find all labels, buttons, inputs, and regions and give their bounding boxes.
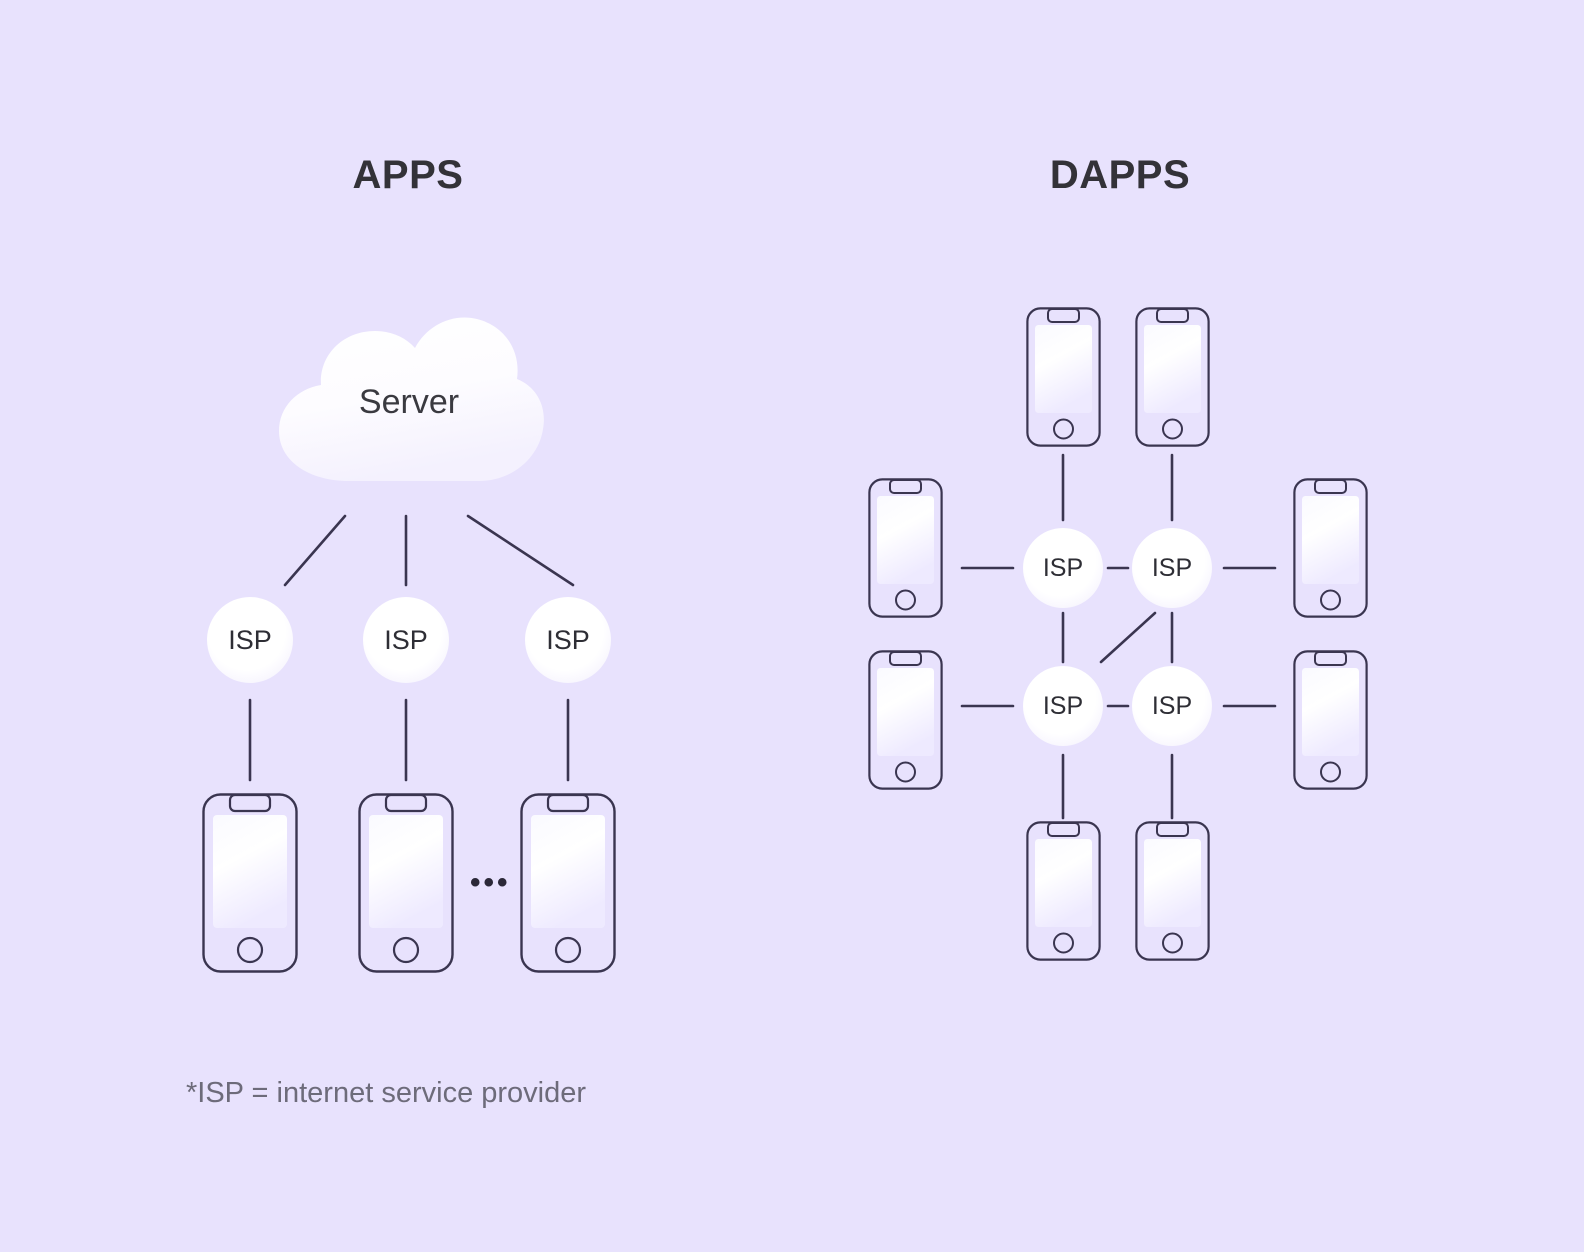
- smartphone-icon: [1135, 821, 1210, 961]
- link-server-isp-3: [466, 514, 575, 587]
- smartphone-icon: [868, 478, 943, 618]
- smartphone-icon: [520, 793, 616, 973]
- smartphone-icon: [1293, 478, 1368, 618]
- isp-node-dapps-top-right[interactable]: ISP: [1132, 528, 1212, 608]
- smartphone-dapps-bottom-right[interactable]: [1135, 821, 1210, 961]
- isp-footnote: *ISP = internet service provider: [186, 1077, 587, 1109]
- smartphone-dapps-bottom-left[interactable]: [1026, 821, 1101, 961]
- smartphone-apps-3[interactable]: [520, 793, 616, 973]
- smartphone-dapps-top-left[interactable]: [1026, 307, 1101, 447]
- smartphone-icon: [1026, 307, 1101, 447]
- server-cloud: Server: [265, 311, 553, 487]
- isp-node-dapps-top-left[interactable]: ISP: [1023, 528, 1103, 608]
- apps-section-title: APPS: [352, 153, 464, 197]
- smartphone-icon: [358, 793, 454, 973]
- smartphone-dapps-top-right[interactable]: [1135, 307, 1210, 447]
- smartphone-dapps-left-bottom[interactable]: [868, 650, 943, 790]
- link-isp-diagonal: [1099, 611, 1157, 664]
- smartphone-icon: [868, 650, 943, 790]
- dapps-section-title: DAPPS: [1049, 153, 1191, 197]
- cloud-icon: [279, 317, 544, 481]
- smartphone-dapps-left-top[interactable]: [868, 478, 943, 618]
- link-server-isp-1: [283, 514, 347, 587]
- isp-node-dapps-bottom-left[interactable]: ISP: [1023, 666, 1103, 746]
- isp-node-apps-3[interactable]: ISP: [525, 597, 611, 683]
- smartphone-icon: [1026, 821, 1101, 961]
- smartphone-apps-2[interactable]: [358, 793, 454, 973]
- smartphone-icon: [1135, 307, 1210, 447]
- server-label: Server: [358, 382, 460, 421]
- more-devices-ellipsis: •••: [470, 866, 511, 899]
- smartphone-apps-1[interactable]: [202, 793, 298, 973]
- isp-node-apps-2[interactable]: ISP: [363, 597, 449, 683]
- isp-node-apps-1[interactable]: ISP: [207, 597, 293, 683]
- smartphone-icon: [202, 793, 298, 973]
- smartphone-dapps-right-bottom[interactable]: [1293, 650, 1368, 790]
- isp-node-dapps-bottom-right[interactable]: ISP: [1132, 666, 1212, 746]
- smartphone-dapps-right-top[interactable]: [1293, 478, 1368, 618]
- smartphone-icon: [1293, 650, 1368, 790]
